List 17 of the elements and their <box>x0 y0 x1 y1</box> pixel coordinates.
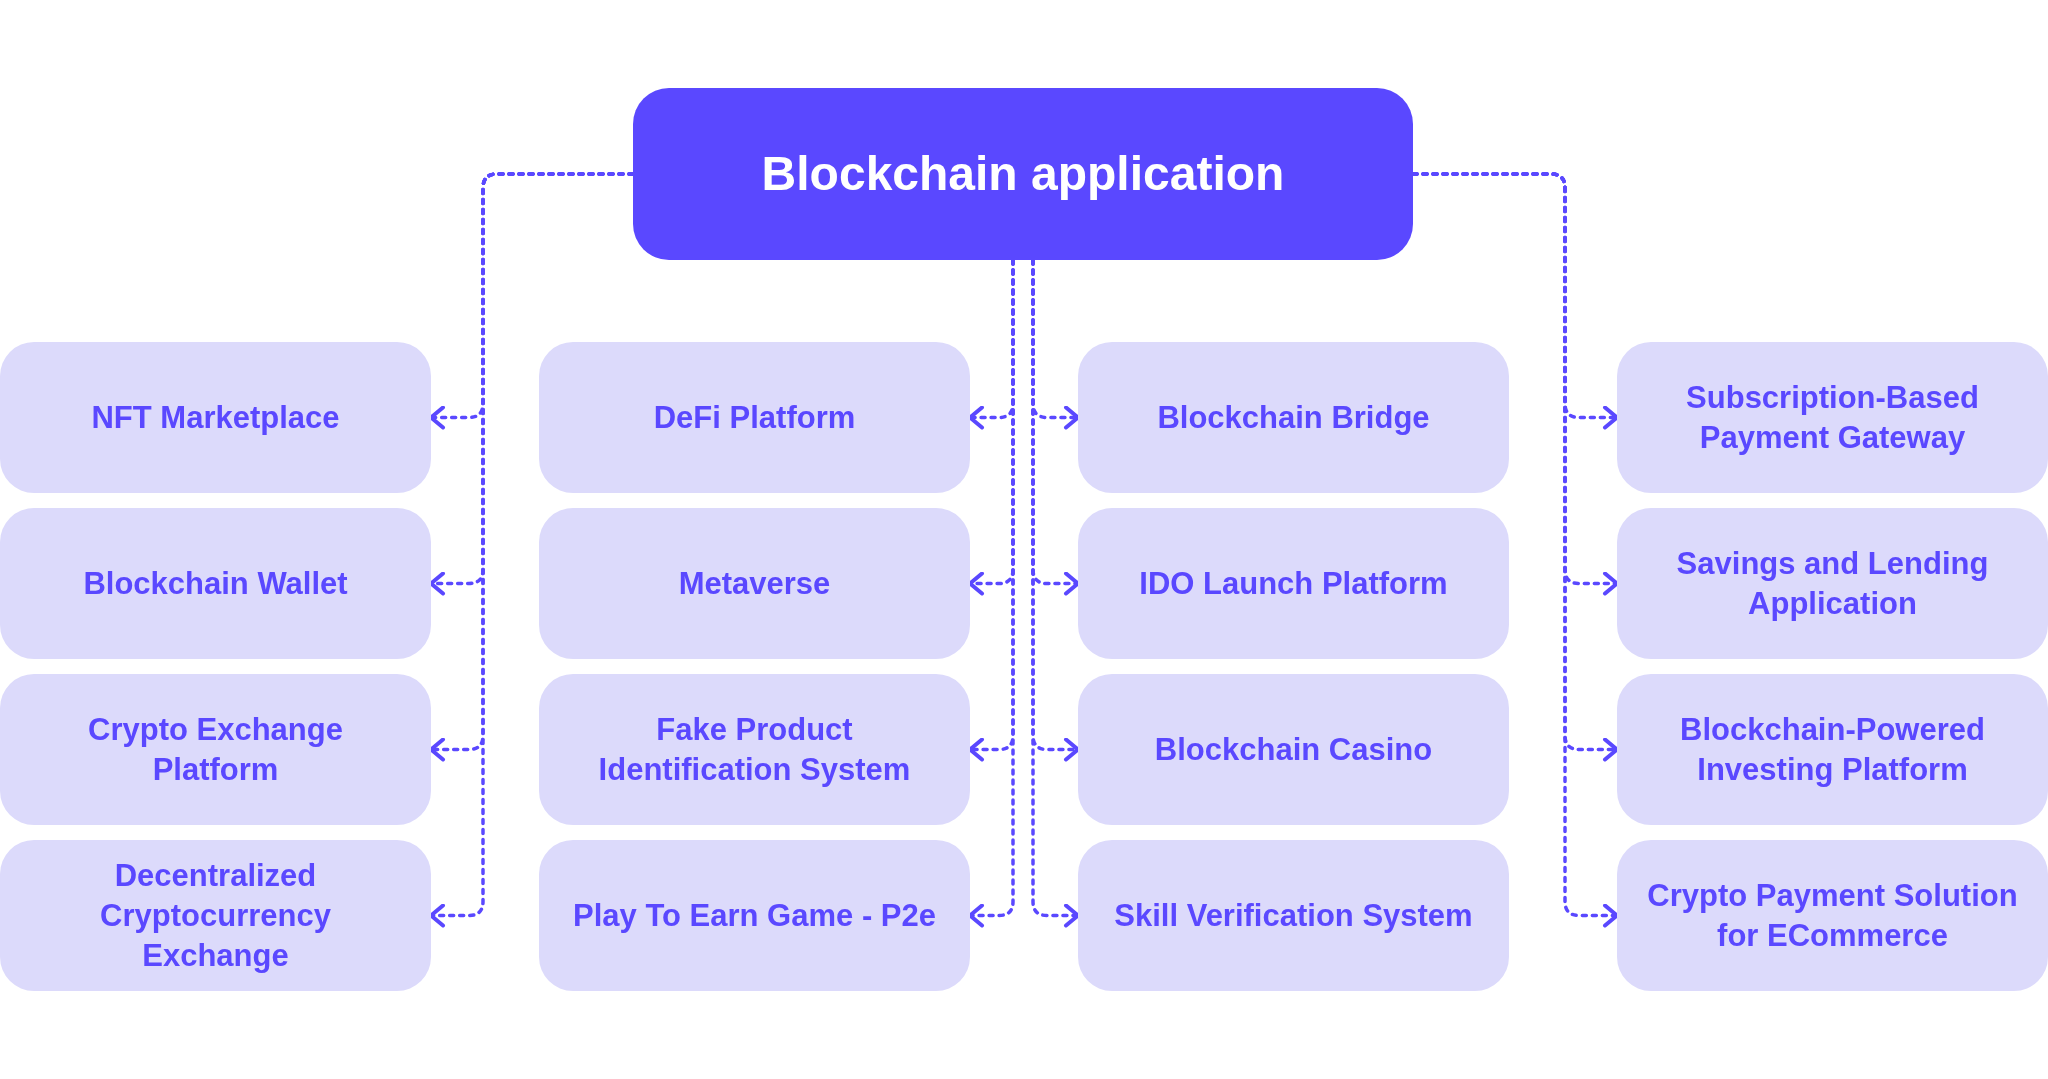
category-box: Blockchain-Powered Investing Platform <box>1617 674 2048 825</box>
category-box: Subscription-Based Payment Gateway <box>1617 342 2048 493</box>
title-box: Blockchain application <box>633 88 1413 260</box>
category-box: Crypto Exchange Platform <box>0 674 431 825</box>
category-box: NFT Marketplace <box>0 342 431 493</box>
category-box: Play To Earn Game - P2e <box>539 840 970 991</box>
category-box: Skill Verification System <box>1078 840 1509 991</box>
category-box: Blockchain Wallet <box>0 508 431 659</box>
category-box: Crypto Payment Solution for ECommerce <box>1617 840 2048 991</box>
category-box: Fake Product Identification System <box>539 674 970 825</box>
category-box: Blockchain Casino <box>1078 674 1509 825</box>
category-box: DeFi Platform <box>539 342 970 493</box>
category-box: Decentralized Cryptocurrency Exchange <box>0 840 431 991</box>
category-box: Savings and Lending Application <box>1617 508 2048 659</box>
category-box: Metaverse <box>539 508 970 659</box>
category-box: Blockchain Bridge <box>1078 342 1509 493</box>
category-box: IDO Launch Platform <box>1078 508 1509 659</box>
